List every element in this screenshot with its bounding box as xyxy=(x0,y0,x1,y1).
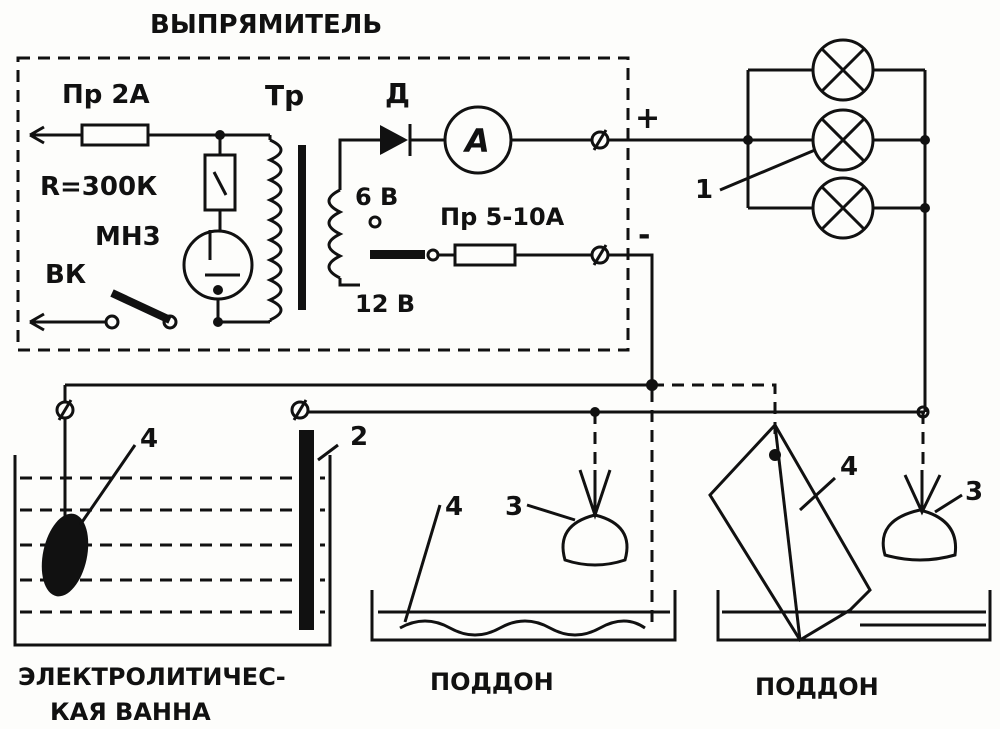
callout-1: 1 xyxy=(695,175,713,205)
workpiece-4 xyxy=(41,513,89,597)
fuse-2a xyxy=(80,123,150,147)
rectifier-box xyxy=(16,56,630,352)
diode-label: Д xyxy=(385,77,410,110)
transformer: Тр xyxy=(265,79,344,322)
bath-caption-2: КАЯ ВАННА xyxy=(50,698,211,726)
minus-label: - xyxy=(638,218,650,253)
resistor xyxy=(203,153,237,212)
primary-circuit: Пр 2А R=300К МН3 ВК xyxy=(29,80,270,332)
callout-3a: 3 xyxy=(505,492,523,522)
ammeter xyxy=(443,105,513,175)
bag-3b xyxy=(881,508,958,562)
tray-2-caption: ПОДДОН xyxy=(755,673,879,701)
tap-6v-label: 6 В xyxy=(355,183,398,211)
lower-wiring xyxy=(55,379,930,622)
rectifier-title: ВЫПРЯМИТЕЛЬ xyxy=(150,10,382,40)
terminal-plus xyxy=(590,130,610,150)
fuse-5-10a xyxy=(453,243,517,267)
callout-4a: 4 xyxy=(140,424,158,454)
secondary-circuit: Д А + 6 В 12 В Пр 5-10А - xyxy=(338,77,748,385)
switch-label: ВК xyxy=(45,260,86,290)
fuse-2a-label: Пр 2А xyxy=(62,80,150,110)
plate-4 xyxy=(708,422,872,643)
terminal-minus xyxy=(590,245,610,265)
diode xyxy=(380,125,408,155)
plus-label: + xyxy=(635,101,660,136)
bag-3a xyxy=(561,513,629,567)
anode-2 xyxy=(299,430,314,630)
tray-2: 4 3 ПОДДОН xyxy=(708,422,992,701)
tap-selector xyxy=(370,250,425,259)
callout-2: 2 xyxy=(350,422,368,452)
resistor-label: R=300К xyxy=(40,172,157,202)
transformer-label: Тр xyxy=(265,79,304,112)
neon-lamp xyxy=(182,229,254,301)
tap-12v-label: 12 В xyxy=(355,290,415,318)
tray-1-caption: ПОДДОН xyxy=(430,668,554,696)
callout-4b: 4 xyxy=(445,492,463,522)
tray-1: 3 4 ПОДДОН xyxy=(370,469,677,696)
callout-4c: 4 xyxy=(840,452,858,482)
neon-lamp-label: МН3 xyxy=(95,222,161,252)
fuse-5-10a-label: Пр 5-10А xyxy=(440,203,565,231)
electrolytic-bath: 2 4 ЭЛЕКТРОЛИТИЧЕС- КАЯ ВАННА xyxy=(13,422,368,726)
callout-3b: 3 xyxy=(965,477,983,507)
switch xyxy=(110,289,172,324)
bath-caption-1: ЭЛЕКТРОЛИТИЧЕС- xyxy=(18,663,286,691)
ammeter-label: А xyxy=(462,122,490,160)
switch-contact xyxy=(104,314,120,330)
lamp-bank: 1 xyxy=(695,38,930,412)
